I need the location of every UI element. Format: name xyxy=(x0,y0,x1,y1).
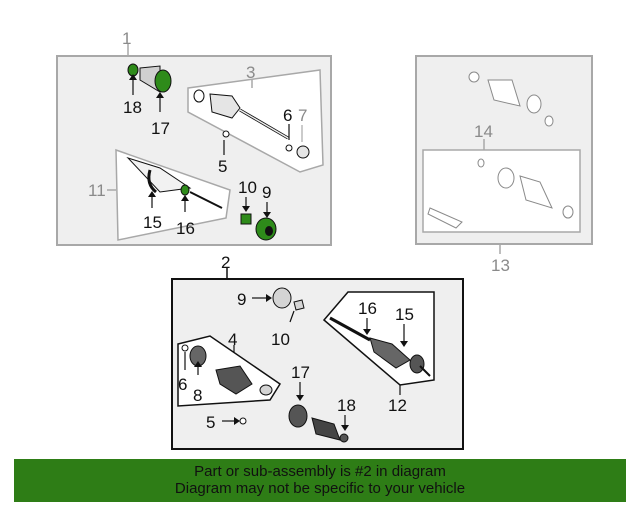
clamp-16-part xyxy=(181,185,189,195)
notice-banner: Part or sub-assembly is #2 in diagram Di… xyxy=(14,459,626,502)
label-6-main: 6 xyxy=(178,375,187,394)
label-18: 18 xyxy=(123,98,142,117)
label-9: 9 xyxy=(262,183,271,202)
label-16: 16 xyxy=(176,219,195,238)
label-17: 17 xyxy=(151,119,170,138)
label-16-main: 16 xyxy=(358,299,377,318)
label-6: 6 xyxy=(283,106,292,125)
assembly-1-group: 1 3 11 18 17 6 7 5 xyxy=(57,29,331,245)
assembly-2-group[interactable]: 2 9 10 12 16 15 4 6 8 xyxy=(172,253,463,449)
label-2: 2 xyxy=(221,253,230,272)
label-15-main: 15 xyxy=(395,305,414,324)
label-9-main: 9 xyxy=(237,290,246,309)
label-18-main: 18 xyxy=(337,396,356,415)
label-12: 12 xyxy=(388,396,407,415)
label-7: 7 xyxy=(298,106,307,125)
label-15: 15 xyxy=(143,213,162,232)
label-10-main: 10 xyxy=(271,330,290,349)
ring-part xyxy=(194,90,204,102)
label-10: 10 xyxy=(238,178,257,197)
label-14: 14 xyxy=(474,122,493,141)
label-3: 3 xyxy=(246,63,255,82)
label-4: 4 xyxy=(228,330,237,349)
label-1: 1 xyxy=(122,29,131,48)
clamp-17-part xyxy=(155,70,171,92)
label-13: 13 xyxy=(491,256,510,275)
banner-line-2: Diagram may not be specific to your vehi… xyxy=(14,480,626,497)
label-17-main: 17 xyxy=(291,363,310,382)
label-8: 8 xyxy=(193,386,202,405)
label-11: 11 xyxy=(88,181,106,200)
parts-diagram: 1 3 11 18 17 6 7 5 xyxy=(0,0,640,460)
label-5: 5 xyxy=(218,157,227,176)
label-5-main: 5 xyxy=(206,413,215,432)
assembly-13-group: 13 14 xyxy=(416,56,592,275)
nut-10-part xyxy=(241,214,251,224)
banner-line-1: Part or sub-assembly is #2 in diagram xyxy=(14,463,626,480)
